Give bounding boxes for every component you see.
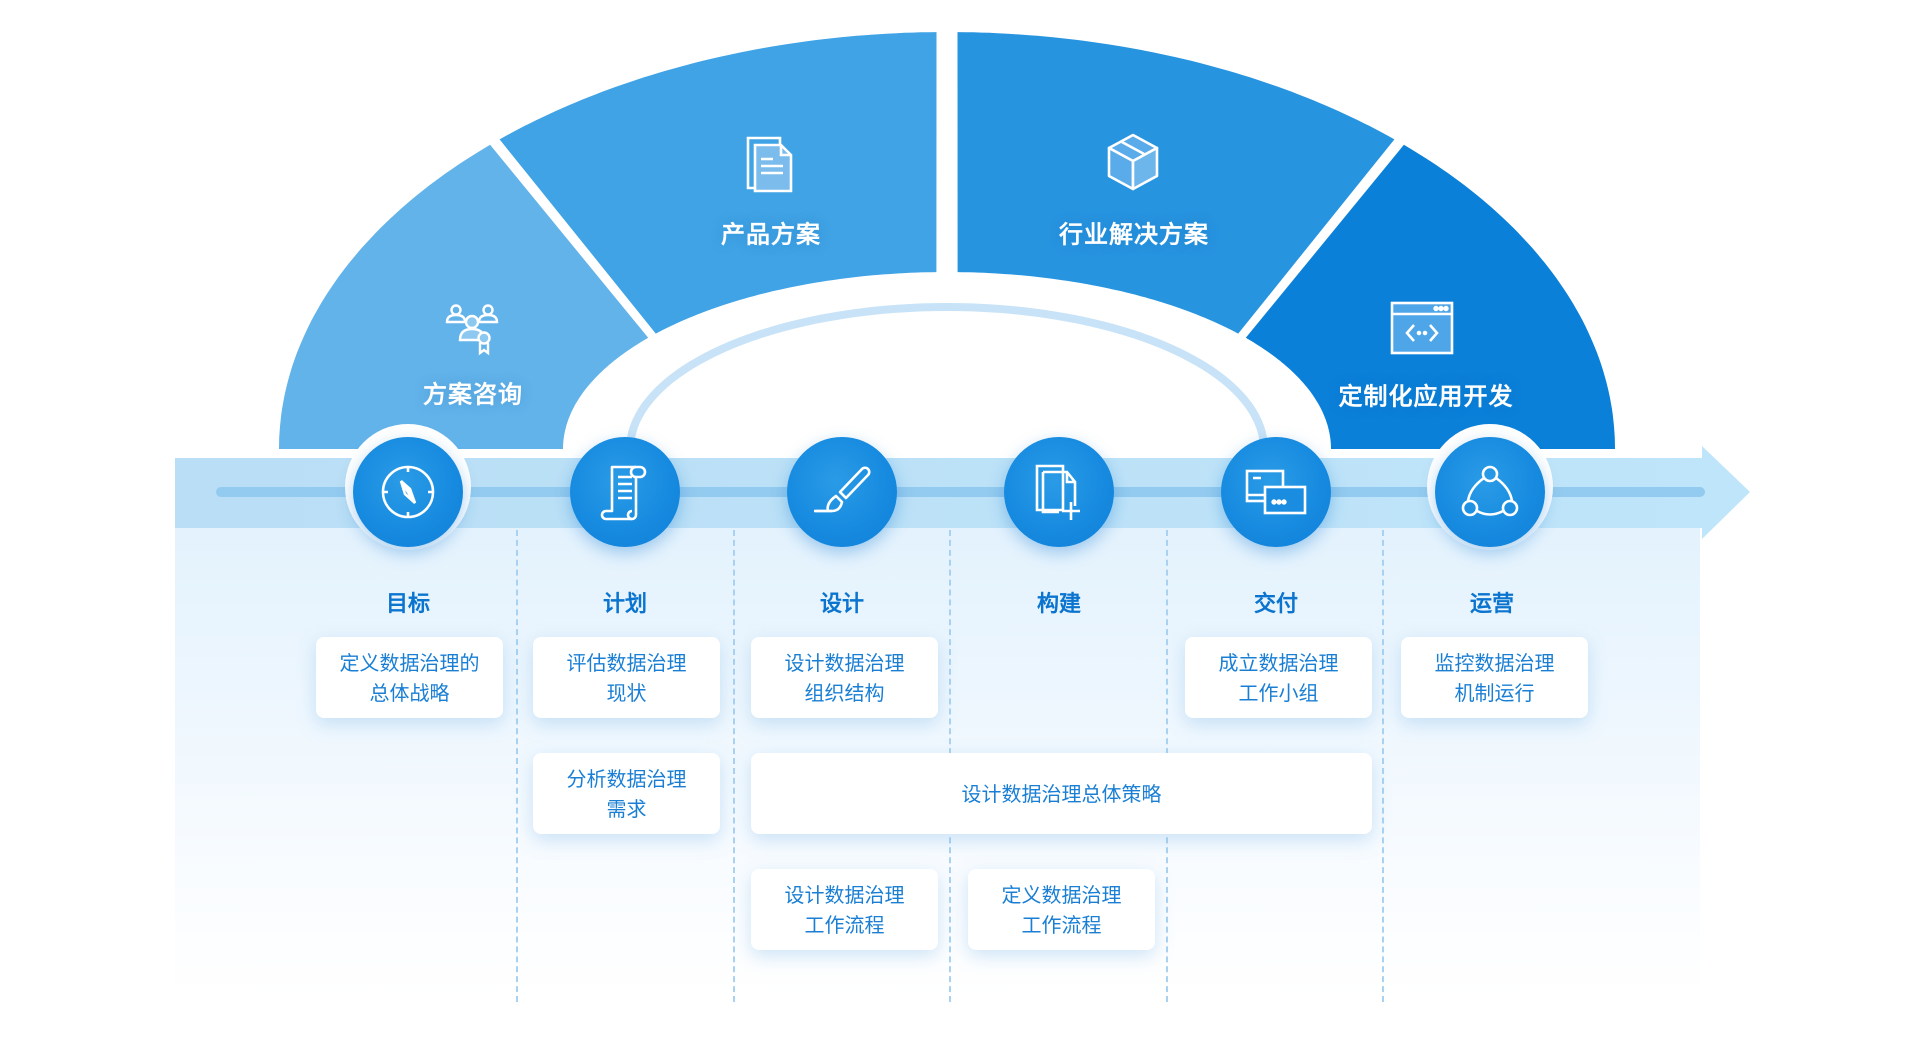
file-add-icon xyxy=(1035,464,1080,520)
card-line: 分析数据治理 xyxy=(566,766,687,791)
card-plan-analyze: 分析数据治理需求 xyxy=(533,753,720,834)
card-line: 工作流程 xyxy=(804,912,885,937)
segment-label-industry: 行业解决方案 xyxy=(1059,220,1209,249)
stage-deliver-circle xyxy=(1221,437,1331,547)
code-window-icon xyxy=(1390,301,1454,359)
stage-operate-circle xyxy=(1435,437,1545,547)
windows-icon xyxy=(1245,469,1307,515)
segment-label-custom-dev: 定制化应用开发 xyxy=(1338,382,1514,411)
network-icon xyxy=(1461,465,1519,517)
stage-label-plan: 计划 xyxy=(602,592,648,617)
card-line: 定义数据治理的 xyxy=(339,650,480,675)
arc-segment-custom-dev xyxy=(1245,144,1615,450)
stage-plan-circle xyxy=(570,437,680,547)
box-icon xyxy=(1105,132,1161,196)
arc-segment-industry xyxy=(957,32,1395,334)
card-deliver-team: 成立数据治理工作小组 xyxy=(1185,637,1372,718)
card-line: 定义数据治理 xyxy=(1001,882,1122,907)
inner-light-arc xyxy=(626,302,1268,450)
stage-label-build: 构建 xyxy=(1036,592,1082,617)
arc-segment-consulting xyxy=(279,144,649,450)
documents-icon xyxy=(745,135,797,199)
column-divider xyxy=(516,530,518,1002)
card-line: 机制运行 xyxy=(1454,680,1535,705)
paintbrush-icon xyxy=(814,466,871,513)
segment-label-product: 产品方案 xyxy=(721,220,821,249)
scroll-icon xyxy=(600,465,647,521)
card-operate-monitor: 监控数据治理机制运行 xyxy=(1401,637,1588,718)
card-goal-strategy: 定义数据治理的总体战略 xyxy=(316,637,503,718)
stage-build-circle xyxy=(1004,437,1114,547)
stage-label-operate: 运营 xyxy=(1469,592,1515,617)
stage-label-design: 设计 xyxy=(819,592,865,617)
card-line: 工作流程 xyxy=(1021,912,1102,937)
card-design-workflow: 设计数据治理工作流程 xyxy=(751,869,938,950)
card-line: 组织结构 xyxy=(804,680,885,705)
card-line: 现状 xyxy=(606,680,647,705)
compass-icon xyxy=(381,465,435,519)
column-divider xyxy=(733,530,735,1002)
people-award-icon xyxy=(444,300,500,360)
column-divider xyxy=(1382,530,1384,1002)
card-design-org: 设计数据治理组织结构 xyxy=(751,637,938,718)
segment-label-consulting: 方案咨询 xyxy=(423,380,523,409)
card-line: 成立数据治理 xyxy=(1218,650,1339,675)
card-line: 需求 xyxy=(606,796,647,821)
card-line: 总体战略 xyxy=(369,680,450,705)
card-line: 设计数据治理 xyxy=(784,882,905,907)
card-build-workflow: 定义数据治理工作流程 xyxy=(968,869,1155,950)
arc-segments xyxy=(279,32,1615,450)
card-line: 监控数据治理 xyxy=(1434,650,1555,675)
card-line: 设计数据治理总体策略 xyxy=(961,781,1162,806)
card-line: 工作小组 xyxy=(1238,680,1319,705)
card-design-strategy: 设计数据治理总体策略 xyxy=(751,753,1372,834)
card-plan-assess: 评估数据治理现状 xyxy=(533,637,720,718)
stage-label-goal: 目标 xyxy=(385,592,431,617)
stage-goal-circle xyxy=(353,437,463,547)
stage-design-circle xyxy=(787,437,897,547)
card-line: 设计数据治理 xyxy=(784,650,905,675)
card-line: 评估数据治理 xyxy=(566,650,687,675)
arc-segment-product xyxy=(499,32,937,334)
stage-label-deliver: 交付 xyxy=(1253,592,1299,617)
